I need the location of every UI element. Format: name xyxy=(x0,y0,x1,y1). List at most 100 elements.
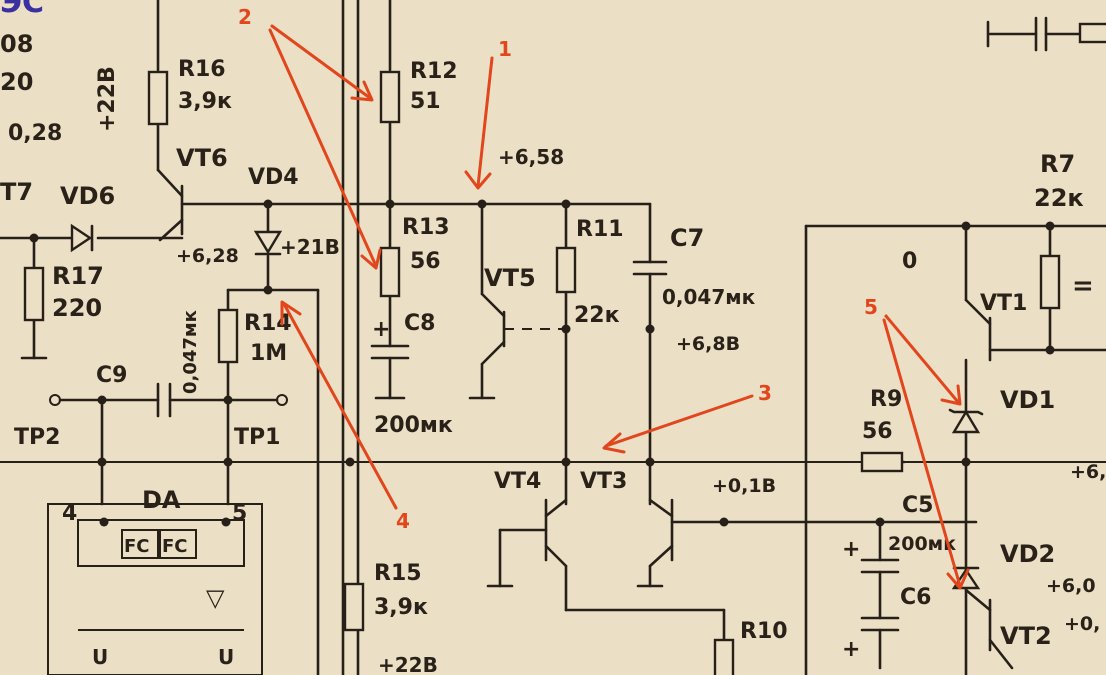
v-edge-1: +6, xyxy=(1070,461,1106,483)
c8-plus: + xyxy=(372,317,390,342)
c5-name: C5 xyxy=(902,493,933,518)
junction xyxy=(1045,345,1055,355)
r9-body xyxy=(860,451,904,473)
vd4-diode xyxy=(253,230,283,255)
r16-value: 3,9к xyxy=(178,89,232,114)
annotation-2: 2 xyxy=(238,5,252,29)
v-218: +21В xyxy=(280,235,340,259)
arrow-2b-head xyxy=(360,248,382,270)
junction xyxy=(263,199,273,209)
junction xyxy=(961,221,971,231)
left-fragment-4: T7 xyxy=(0,178,33,206)
da-name: DA xyxy=(142,486,181,514)
r12-name: R12 xyxy=(410,59,458,84)
r7-body xyxy=(1039,254,1061,310)
annotation-3: 3 xyxy=(758,381,772,405)
arrow-4-line xyxy=(282,302,398,510)
arrow-5a-line xyxy=(884,314,960,404)
vd6-diode xyxy=(70,223,93,253)
vd1-diode xyxy=(951,409,981,434)
tp2-terminal xyxy=(49,394,61,406)
vd1-zener-bar xyxy=(948,408,984,416)
r14-value: 1М xyxy=(250,341,287,366)
da-fc2-box xyxy=(159,529,197,559)
vt1-name: VT1 xyxy=(980,291,1027,316)
c7-value: 0,047мк xyxy=(662,285,756,309)
arrow-4-head xyxy=(280,300,302,326)
r12-body xyxy=(379,70,401,124)
c7-name: C7 xyxy=(670,224,704,252)
arrow-3-line xyxy=(604,394,754,448)
junction xyxy=(477,199,487,209)
v-22-top: +22В xyxy=(95,66,120,132)
v-edge-3: +0, xyxy=(1064,613,1100,635)
arrow-5b-line xyxy=(882,318,962,588)
vt3-collector xyxy=(648,498,674,518)
da-inner-top xyxy=(77,519,245,567)
da-u1: U xyxy=(92,645,108,669)
tp2-label: TP2 xyxy=(14,425,60,450)
r15-value: 3,9к xyxy=(374,595,428,620)
r11-value: 22к xyxy=(574,303,620,328)
da-fc1: FC xyxy=(124,536,150,557)
annotation-1: 1 xyxy=(498,37,512,61)
r12-value: 51 xyxy=(410,89,441,114)
junction xyxy=(29,233,39,243)
v-0: 0 xyxy=(902,249,917,274)
vd4-name: VD4 xyxy=(248,165,299,190)
top-right-resistor xyxy=(1078,22,1106,44)
arrow-5b-head xyxy=(946,568,970,590)
da-outline xyxy=(47,503,263,675)
annotation-4: 4 xyxy=(396,509,410,533)
da-u2: U xyxy=(218,645,234,669)
junction xyxy=(961,457,971,467)
r10-name: R10 xyxy=(740,619,788,644)
v-628: +6,28 xyxy=(176,245,239,267)
r9-name: R9 xyxy=(870,387,902,412)
junction xyxy=(561,457,571,467)
da-pin5: 5 xyxy=(232,501,247,526)
r13-name: R13 xyxy=(402,215,450,240)
left-fragment-2: 20 xyxy=(0,68,33,96)
c9-name: C9 xyxy=(96,363,127,388)
r16-name: R16 xyxy=(178,57,226,82)
da-fc2: FC xyxy=(162,536,188,557)
c9-value: 0,047мк xyxy=(180,310,201,394)
vt5-lower-leg xyxy=(480,340,506,366)
left-fragment-3: 0,28 xyxy=(8,121,62,146)
right-edge-equals: = xyxy=(1072,271,1094,301)
r9-value: 56 xyxy=(862,419,893,444)
vt5-upper-leg xyxy=(480,292,506,318)
vt2-name: VT2 xyxy=(1000,622,1052,650)
arrow-2a-head xyxy=(350,80,374,102)
vt3-name: VT3 xyxy=(580,469,627,494)
vt5-name: VT5 xyxy=(484,264,536,292)
junctions xyxy=(29,199,1055,527)
v-22-bot: +22В xyxy=(378,653,438,675)
r11-name: R11 xyxy=(576,217,624,242)
junction xyxy=(1045,221,1055,231)
c5-plus: + xyxy=(842,537,860,562)
r13-value: 56 xyxy=(410,249,441,274)
corner-fragment: ЭС xyxy=(0,0,44,20)
vt3-emitter xyxy=(648,544,674,568)
vt4-collector xyxy=(544,498,568,518)
r14-body xyxy=(217,308,239,364)
da-fc1-box xyxy=(121,529,159,559)
vd2-name: VD2 xyxy=(1000,540,1055,568)
vt2-collector xyxy=(964,588,992,612)
vt4-emitter xyxy=(544,544,568,568)
vt1-collector xyxy=(964,298,992,326)
r17-name: R17 xyxy=(52,262,104,290)
left-fragment-1: 08 xyxy=(0,30,33,58)
c5-value: 200мк xyxy=(888,533,956,555)
annotation-5: 5 xyxy=(864,295,878,319)
c8-value: 200мк xyxy=(374,413,453,438)
r11-body xyxy=(555,246,577,294)
junction xyxy=(875,517,885,527)
da-pin4: 4 xyxy=(62,501,77,526)
junction xyxy=(561,324,571,334)
arrow-3-head xyxy=(602,432,626,454)
junction xyxy=(221,517,231,527)
